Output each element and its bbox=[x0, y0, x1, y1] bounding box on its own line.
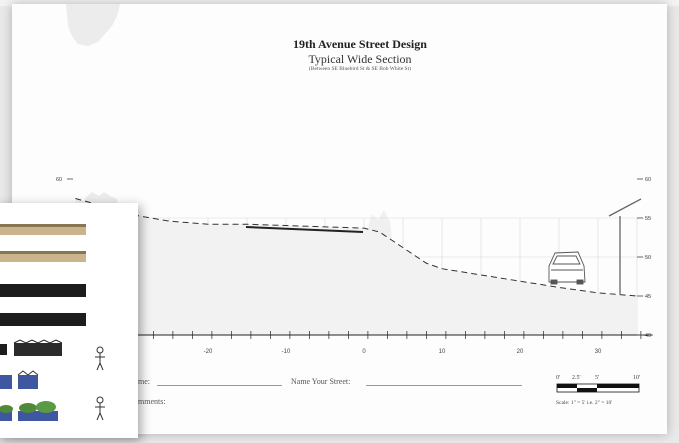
x-tick-label: 10 bbox=[439, 349, 446, 355]
palette-swatches bbox=[0, 224, 105, 421]
tree-silhouette bbox=[66, 4, 120, 46]
name-label: me: bbox=[138, 377, 150, 386]
asphalt-swatch[interactable] bbox=[0, 284, 86, 297]
ground-fill bbox=[75, 198, 637, 335]
top-band bbox=[0, 0, 679, 6]
page-note: (Between SE Bluebird St & SE Bob White S… bbox=[309, 66, 411, 72]
planter-swatch[interactable] bbox=[0, 405, 13, 421]
page-subtitle: Typical Wide Section bbox=[308, 52, 412, 66]
scale-bar-graphic bbox=[556, 383, 640, 393]
y-tick-label-right: 40 bbox=[645, 333, 651, 339]
y-tick-label-right: 55 bbox=[645, 216, 651, 222]
street-light-icon bbox=[608, 198, 642, 294]
sidewalk-surface bbox=[245, 226, 364, 233]
y-tick-label-left: 60 bbox=[56, 177, 62, 183]
element-palette bbox=[0, 203, 138, 438]
person-icon[interactable] bbox=[95, 396, 105, 421]
page-title: 19th Avenue Street Design bbox=[293, 37, 427, 51]
planter-swatch[interactable] bbox=[18, 401, 58, 421]
cross-section-chart: -20 -10 0 10 20 30 60 55 50 45 40 60 bbox=[40, 4, 653, 355]
scale-tick-2-5: 2.5' bbox=[572, 375, 581, 381]
y-tick-label-right: 50 bbox=[645, 255, 651, 261]
scale-bar: 0' 2.5' 5' 10' Scale: 1" = 5' i.e. 2" = … bbox=[555, 372, 645, 412]
scale-tick-5: 5' bbox=[595, 375, 600, 381]
dark-block-swatch[interactable] bbox=[0, 344, 7, 355]
axes: -20 -10 0 10 20 30 60 55 50 45 40 60 bbox=[40, 177, 653, 355]
scale-caption: Scale: 1" = 5' i.e. 2" = 10' bbox=[556, 400, 613, 406]
name-line[interactable] bbox=[157, 385, 282, 386]
x-tick-label: 20 bbox=[517, 349, 524, 355]
street-label: Name Your Street: bbox=[291, 377, 351, 386]
y-tick-label-right: 45 bbox=[645, 294, 651, 300]
person-icon[interactable] bbox=[95, 346, 105, 371]
comments-label: mments: bbox=[138, 397, 166, 406]
wood-fence-swatch[interactable] bbox=[0, 251, 86, 262]
scale-tick-0: 0' bbox=[556, 375, 561, 381]
y-tick-label-right: 60 bbox=[645, 177, 651, 183]
textured-block-swatch[interactable] bbox=[13, 339, 63, 356]
ground-profile-line bbox=[75, 198, 638, 297]
street-line[interactable] bbox=[366, 385, 522, 386]
car-icon bbox=[548, 251, 586, 285]
x-tick-label: -10 bbox=[282, 349, 291, 355]
x-tick-label: 0 bbox=[362, 349, 366, 355]
asphalt-swatch[interactable] bbox=[0, 313, 86, 326]
wood-fence-swatch[interactable] bbox=[0, 224, 86, 235]
x-tick-label: 30 bbox=[595, 349, 602, 355]
scale-tick-10: 10' bbox=[633, 375, 641, 381]
x-tick-label: -20 bbox=[204, 349, 213, 355]
blue-striped-swatch[interactable] bbox=[17, 370, 39, 389]
blue-block-swatch[interactable] bbox=[0, 375, 12, 389]
